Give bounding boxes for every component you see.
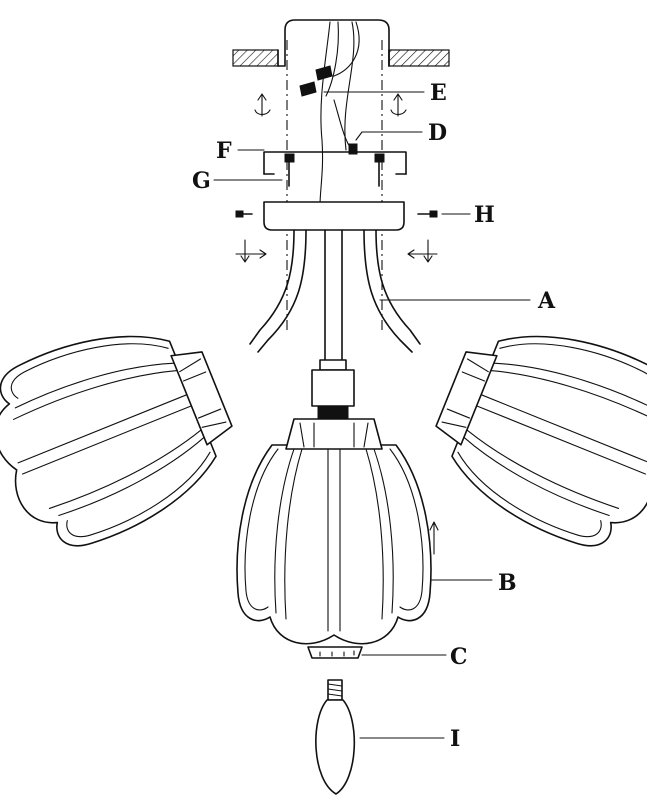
bulb-socket xyxy=(311,369,355,419)
rotate-arrow-icons xyxy=(235,93,438,263)
shade-ring-c xyxy=(307,646,363,659)
callout-label-b: B xyxy=(498,570,517,596)
callout-label-d: D xyxy=(428,120,447,146)
callout-label-f: F xyxy=(216,138,232,164)
bottom-shade-b xyxy=(236,418,432,645)
callout-label-h: H xyxy=(474,202,495,228)
bracket-screws-g xyxy=(284,153,385,187)
canopy-screws-h xyxy=(235,210,438,218)
canopy xyxy=(263,201,405,231)
leader-lines xyxy=(213,91,531,739)
left-shade xyxy=(0,298,255,564)
callout-label-g: G xyxy=(192,168,211,194)
mains-wires xyxy=(319,21,360,206)
ground-screw-d xyxy=(348,143,358,155)
mounting-bracket-f xyxy=(263,151,407,175)
right-shade xyxy=(413,298,647,564)
ceiling xyxy=(232,19,450,67)
axis-lines xyxy=(286,40,383,330)
candle-bulb-i xyxy=(315,679,356,795)
callout-label-c: C xyxy=(450,644,468,670)
up-arrow-icon xyxy=(429,521,439,555)
callout-label-i: I xyxy=(450,726,460,752)
callout-label-e: E xyxy=(430,80,447,106)
center-rod xyxy=(319,229,347,371)
wire-connector-e xyxy=(299,65,333,97)
callout-labels: E D F G H A B C I xyxy=(192,80,556,752)
curved-arms-a xyxy=(249,229,421,353)
callout-label-a: A xyxy=(537,288,556,314)
